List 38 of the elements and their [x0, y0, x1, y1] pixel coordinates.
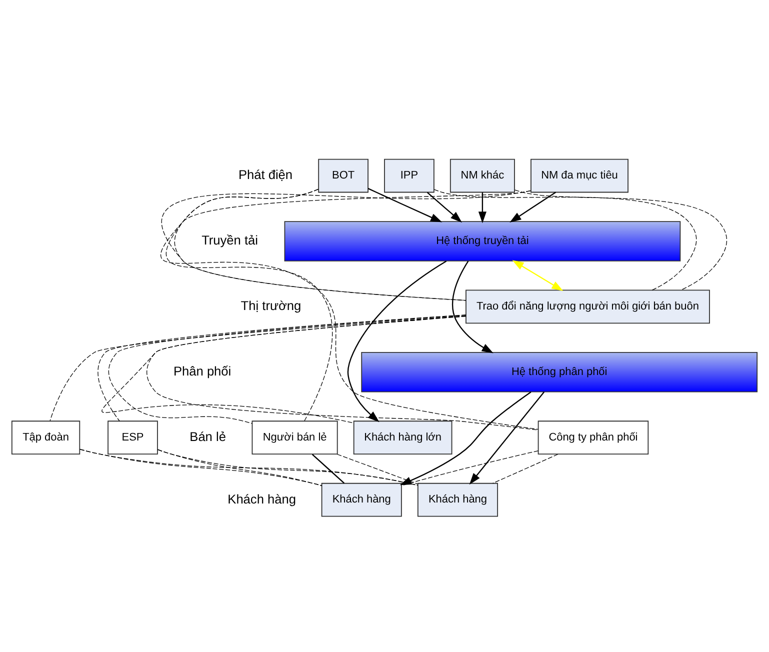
connector	[161, 190, 538, 430]
node-box: Hệ thống truyền tải	[284, 220, 681, 261]
node-box: Công ty phân phối	[538, 420, 649, 454]
connector	[166, 188, 333, 421]
label: Truyền tải	[202, 232, 258, 248]
connector	[174, 188, 466, 300]
arrow	[368, 187, 442, 222]
node-box: Trao đổi năng lượng người môi giới bán buôn	[466, 289, 710, 324]
arrow	[512, 260, 564, 290]
arrow	[347, 260, 447, 422]
connector	[514, 189, 728, 290]
arrow	[510, 191, 556, 222]
connector	[312, 453, 345, 484]
node-box: Người bán lẻ	[252, 420, 338, 454]
node-box: IPP	[384, 158, 434, 192]
connector	[401, 450, 538, 486]
connector	[80, 448, 322, 486]
connector	[492, 453, 558, 484]
label: Thị trường	[240, 298, 302, 313]
arrow	[452, 260, 494, 353]
label: Khách hàng	[228, 490, 296, 506]
node-box: BOT	[318, 158, 368, 192]
connector	[434, 188, 697, 290]
label: Phân phối	[174, 363, 232, 378]
node-box: Khách hàng lớn	[353, 420, 452, 454]
arrow	[426, 191, 462, 222]
label: Bán lẻ	[190, 428, 226, 444]
node-box: Tập đoàn	[11, 420, 80, 454]
node-box: Hệ thống phân phối	[361, 352, 758, 392]
label: Phát điện	[238, 166, 293, 182]
arrow	[469, 391, 545, 484]
arrow	[478, 192, 486, 223]
node-box: Khách hàng	[321, 482, 402, 516]
node-box: NM khác	[450, 158, 515, 192]
node-box: NM đa mục tiêu	[530, 158, 628, 192]
connector	[157, 448, 322, 486]
node-box: ESP	[108, 420, 158, 454]
node-box: Khách hàng	[417, 482, 498, 516]
